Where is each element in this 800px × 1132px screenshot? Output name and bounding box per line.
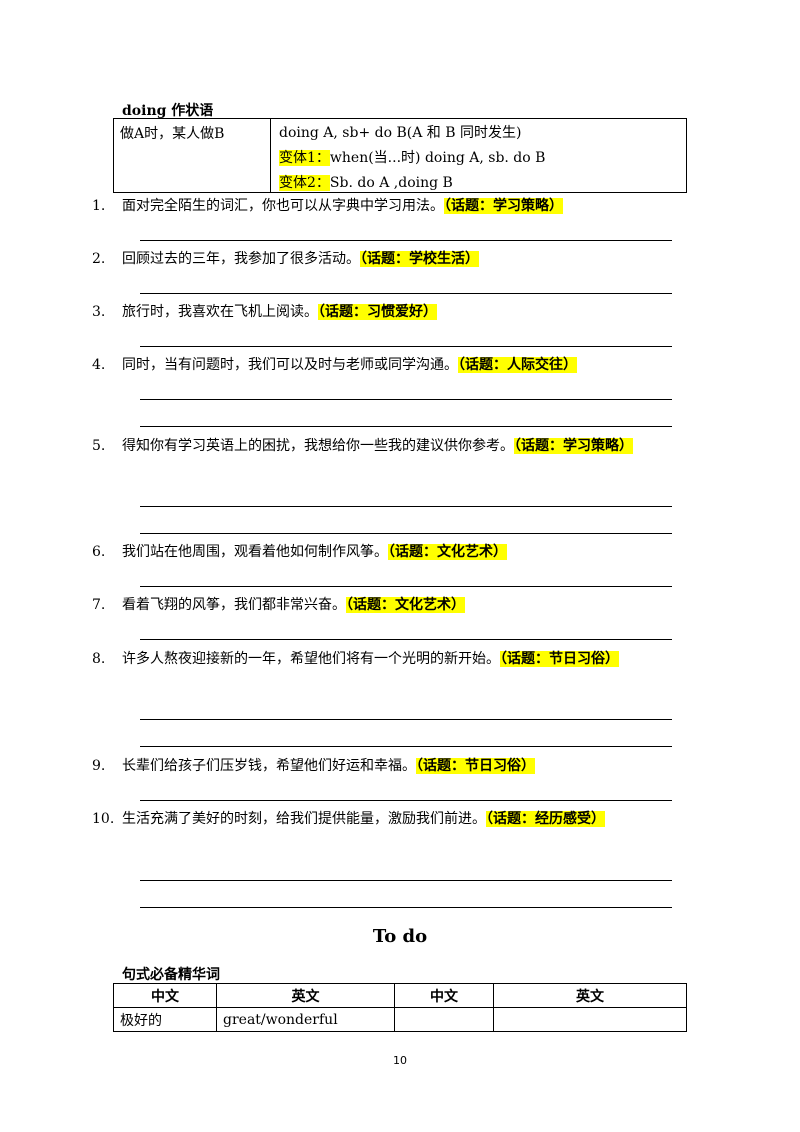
question-text: 旅行时，我喜欢在飞机上阅读。: [122, 304, 318, 320]
answer-line[interactable]: [140, 719, 672, 720]
question-text: 看着飞翔的风筝，我们都非常兴奋。: [122, 597, 346, 613]
answer-line[interactable]: [140, 639, 672, 640]
question-4: 4. 同时，当有问题时，我们可以及时与老师或同学沟通。（话题：人际交往）: [92, 351, 672, 379]
question-number: 1.: [92, 198, 106, 214]
question-10: 10. 生活充满了美好的时刻，给我们提供能量，激励我们前进。（话题：经历感受）: [92, 805, 672, 833]
question-number: 7.: [92, 597, 106, 613]
topic-tag: （话题：人际交往）: [458, 357, 577, 373]
rule-table: 做A时，某人做B doing A, sb+ do B(A 和 B 同时发生) 变…: [113, 118, 687, 193]
rule-table-left-cell: 做A时，某人做B: [114, 119, 271, 192]
question-number: 9.: [92, 758, 106, 774]
question-text: 许多人熬夜迎接新的一年，希望他们将有一个光明的新开始。: [122, 651, 500, 667]
topic-tag: （话题：学习策略）: [444, 198, 563, 214]
answer-line[interactable]: [140, 907, 672, 908]
rule-line-2: 变体1：when(当...时) doing A, sb. do B: [279, 147, 545, 167]
question-number: 8.: [92, 651, 106, 667]
answer-line[interactable]: [140, 399, 672, 400]
question-5: 5. 得知你有学习英语上的困扰，我想给你一些我的建议供你参考。（话题：学习策略）: [92, 432, 672, 460]
rule-line-text: when(当...时) doing A, sb. do B: [329, 150, 546, 166]
question-3: 3. 旅行时，我喜欢在飞机上阅读。（话题：习惯爱好）: [92, 298, 672, 326]
topic-tag: （话题：学习策略）: [514, 438, 633, 454]
vocab-table: 中文 英文 中文 英文 极好的 great/wonderful: [113, 983, 687, 1032]
col-header-chinese: 中文: [113, 983, 217, 1008]
question-text: 长辈们给孩子们压岁钱，希望他们好运和幸福。: [122, 758, 416, 774]
question-text: 得知你有学习英语上的困扰，我想给你一些我的建议供你参考。: [122, 438, 514, 454]
question-number: 6.: [92, 544, 106, 560]
topic-tag: （话题：经历感受）: [486, 811, 605, 827]
question-text: 同时，当有问题时，我们可以及时与老师或同学沟通。: [122, 357, 458, 373]
topic-tag: （话题：习惯爱好）: [318, 304, 437, 320]
section-title-to-do: To do: [372, 926, 428, 947]
question-text: 生活充满了美好的时刻，给我们提供能量，激励我们前进。: [122, 811, 486, 827]
question-6: 6. 我们站在他周围，观看着他如何制作风筝。（话题：文化艺术）: [92, 538, 672, 566]
vocab-cell[interactable]: [394, 1007, 494, 1032]
variant-label: 变体1：: [279, 150, 330, 166]
answer-line[interactable]: [140, 346, 672, 347]
answer-line[interactable]: [140, 746, 672, 747]
question-text: 回顾过去的三年，我参加了很多活动。: [122, 251, 360, 267]
question-8: 8. 许多人熬夜迎接新的一年，希望他们将有一个光明的新开始。（话题：节日习俗）: [92, 645, 672, 673]
answer-line[interactable]: [140, 586, 672, 587]
topic-tag: （话题：文化艺术）: [388, 544, 507, 560]
question-2: 2. 回顾过去的三年，我参加了很多活动。（话题：学校生活）: [92, 245, 672, 273]
question-1: 1. 面对完全陌生的词汇，你也可以从字典中学习用法。（话题：学习策略）: [92, 192, 672, 220]
col-header-english: 英文: [493, 983, 687, 1008]
rule-line-text: Sb. do A ,doing B: [329, 175, 453, 191]
topic-tag: （话题：节日习俗）: [416, 758, 535, 774]
table-row: 极好的 great/wonderful: [113, 1007, 687, 1032]
question-text: 面对完全陌生的词汇，你也可以从字典中学习用法。: [122, 198, 444, 214]
answer-line[interactable]: [140, 880, 672, 881]
rule-line-text: doing A, sb+ do B(A 和 B 同时发生): [279, 125, 522, 141]
topic-tag: （话题：节日习俗）: [500, 651, 619, 667]
question-number: 10.: [92, 811, 115, 827]
question-number: 5.: [92, 438, 106, 454]
question-text: 我们站在他周围，观看着他如何制作风筝。: [122, 544, 388, 560]
question-number: 2.: [92, 251, 106, 267]
answer-line[interactable]: [140, 240, 672, 241]
question-9: 9. 长辈们给孩子们压岁钱，希望他们好运和幸福。（话题：节日习俗）: [92, 752, 672, 780]
section-heading-vocab: 句式必备精华词: [122, 967, 220, 983]
vocab-cell[interactable]: [493, 1007, 687, 1032]
section-heading-doing: doing 作状语: [122, 103, 214, 119]
rule-table-right-cell: doing A, sb+ do B(A 和 B 同时发生) 变体1：when(当…: [271, 119, 686, 192]
question-7: 7. 看着飞翔的风筝，我们都非常兴奋。（话题：文化艺术）: [92, 591, 672, 619]
col-header-chinese: 中文: [394, 983, 494, 1008]
topic-tag: （话题：文化艺术）: [346, 597, 465, 613]
answer-line[interactable]: [140, 533, 672, 534]
page-number: 10: [393, 1054, 407, 1067]
rule-line-1: doing A, sb+ do B(A 和 B 同时发生): [279, 122, 521, 142]
answer-line[interactable]: [140, 506, 672, 507]
vocab-cell: great/wonderful: [216, 1007, 395, 1032]
answer-line[interactable]: [140, 426, 672, 427]
question-number: 3.: [92, 304, 106, 320]
vocab-table-header-row: 中文 英文 中文 英文: [113, 983, 687, 1008]
variant-label: 变体2：: [279, 175, 330, 191]
question-number: 4.: [92, 357, 106, 373]
answer-line[interactable]: [140, 800, 672, 801]
topic-tag: （话题：学校生活）: [360, 251, 479, 267]
rule-line-3: 变体2：Sb. do A ,doing B: [279, 172, 453, 192]
col-header-english: 英文: [216, 983, 395, 1008]
vocab-cell: 极好的: [113, 1007, 217, 1032]
answer-line[interactable]: [140, 293, 672, 294]
